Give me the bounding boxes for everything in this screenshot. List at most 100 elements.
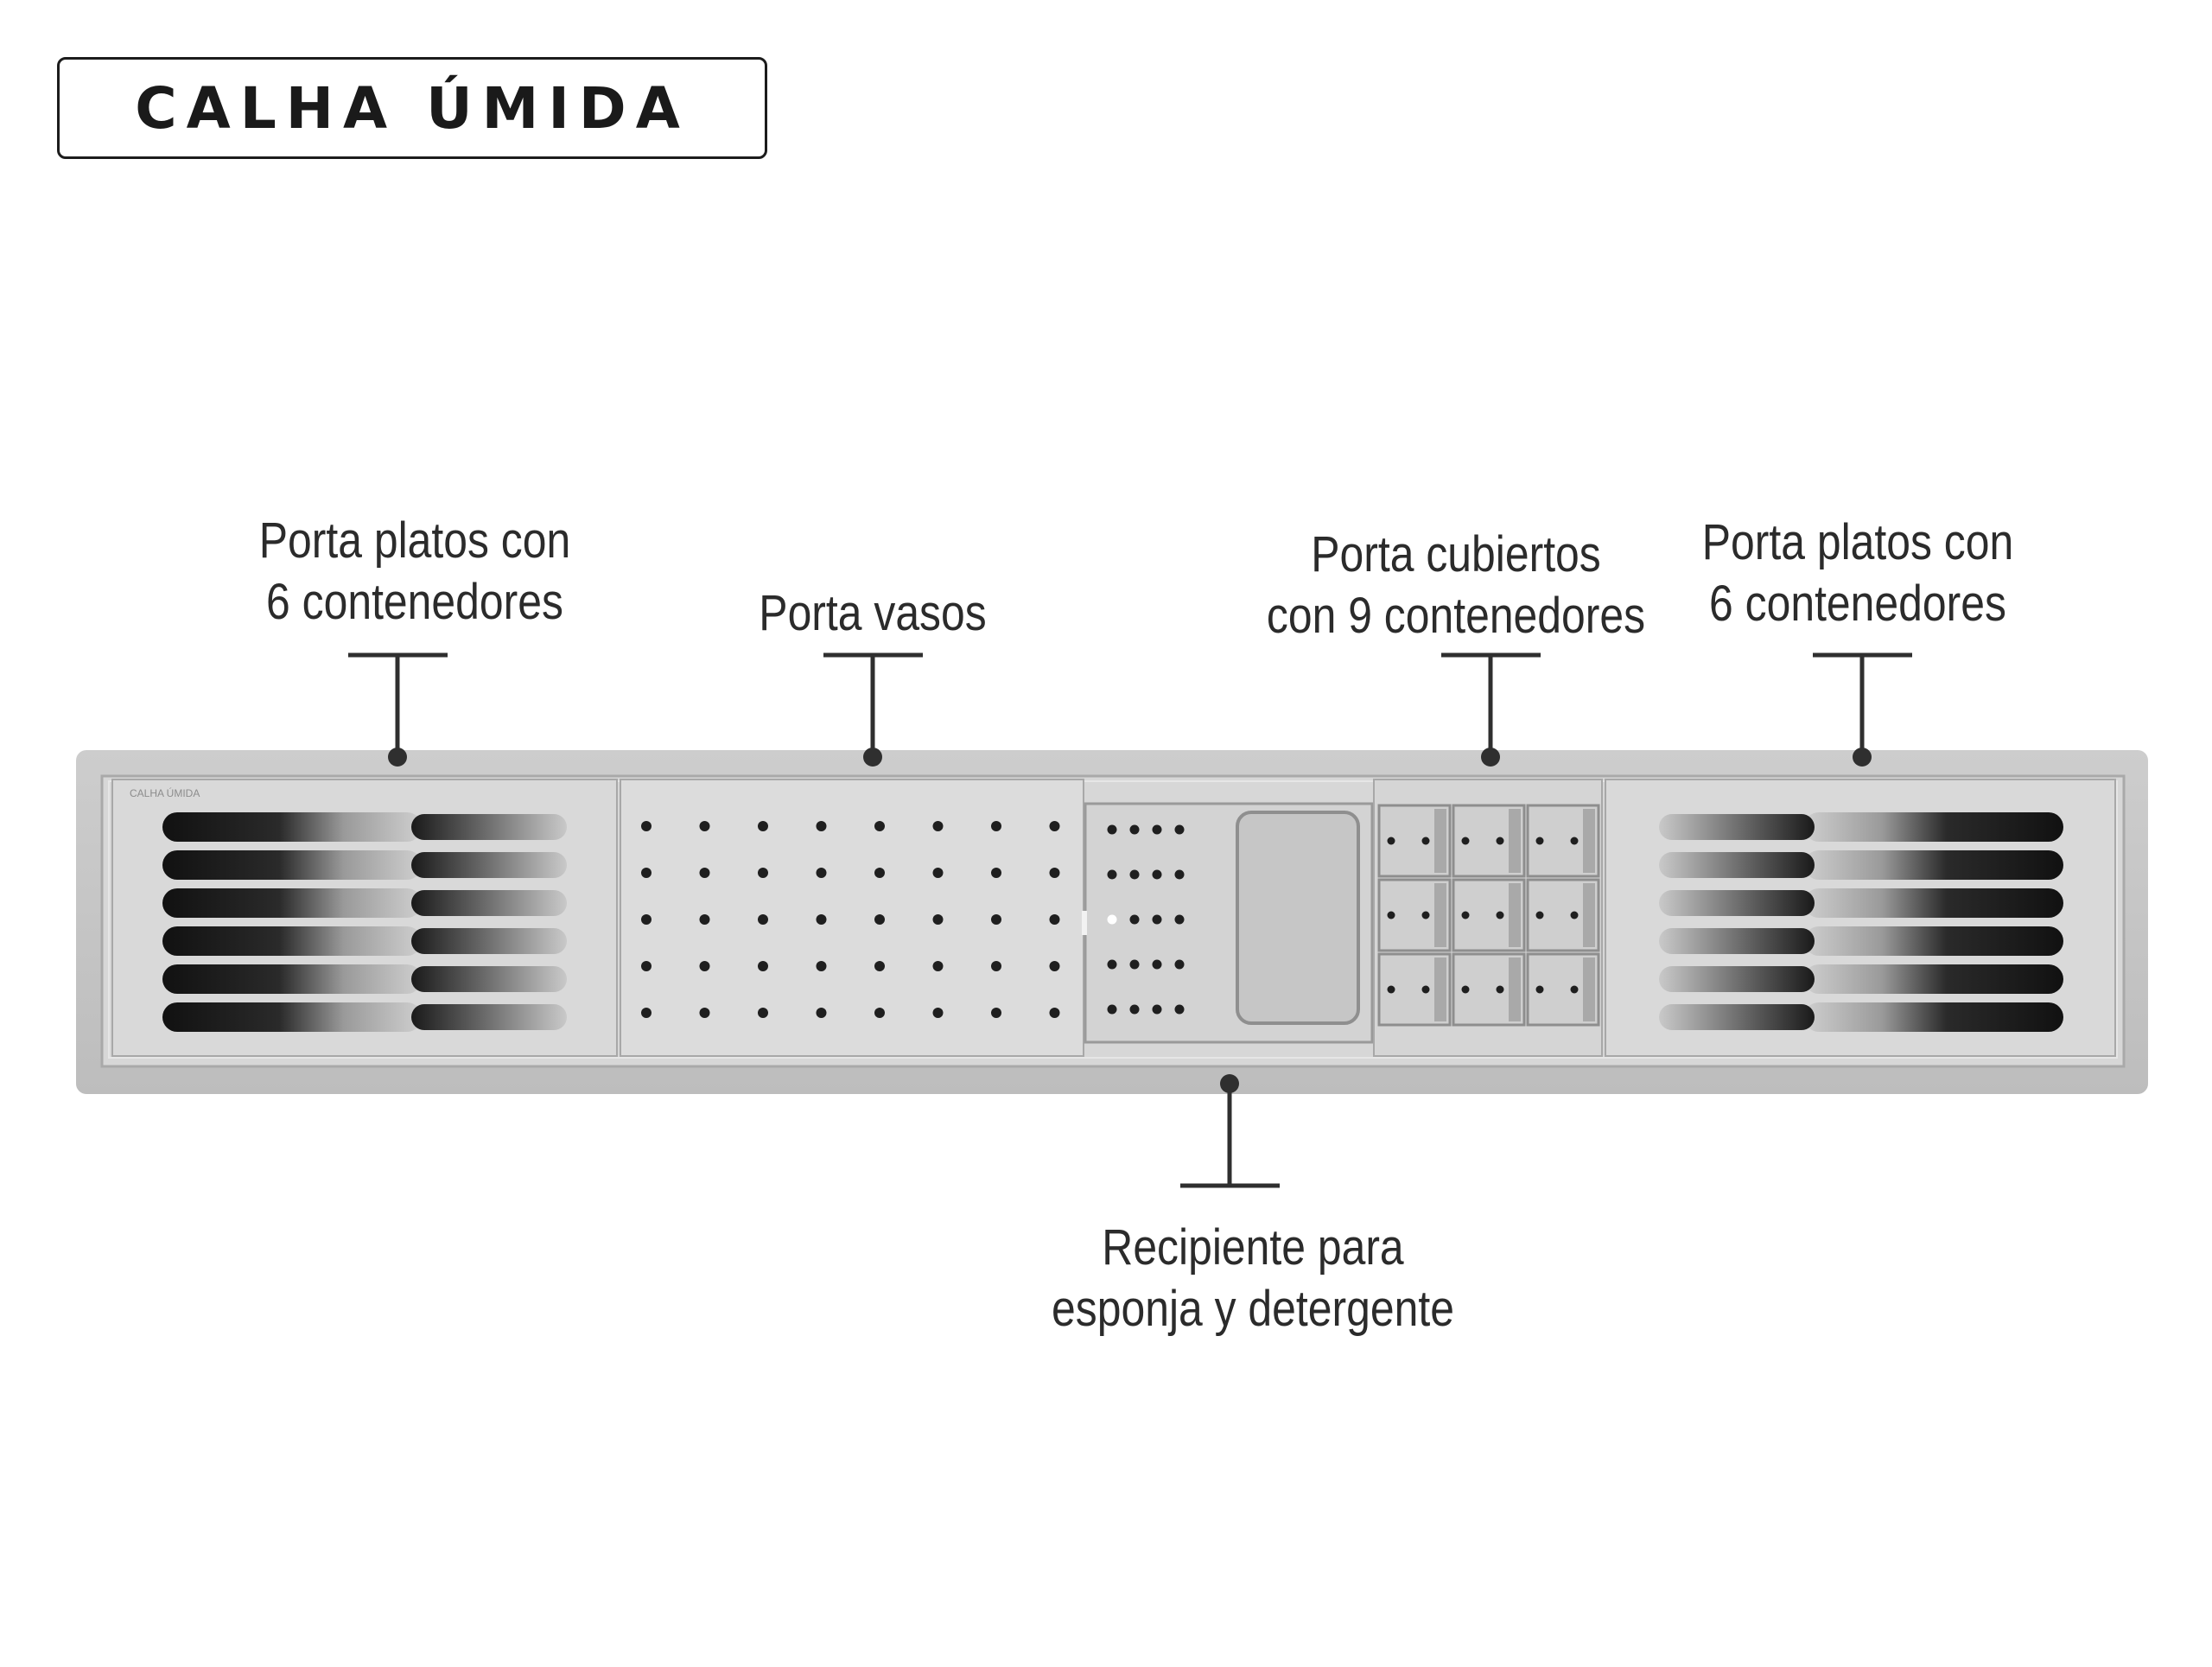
dish-slot xyxy=(162,812,422,842)
drain-hole xyxy=(699,821,710,831)
drain-hole xyxy=(641,961,652,971)
drain-hole xyxy=(641,821,652,831)
compartment-shadow xyxy=(1509,809,1521,873)
drain-hole xyxy=(699,868,710,878)
drain-hole xyxy=(1421,837,1430,845)
drain-hole xyxy=(1129,869,1140,880)
callout-label-sponge-container: Recipiente para esponja y detergente xyxy=(1027,1217,1480,1339)
dish-slot-divider xyxy=(411,928,567,954)
drain-hole xyxy=(874,821,885,831)
drain-hole xyxy=(932,1008,944,1018)
glass-rack xyxy=(620,779,1084,1057)
drain-hole xyxy=(1387,911,1395,919)
dish-slot-divider xyxy=(1659,852,1815,878)
dish-rack-left-slots xyxy=(162,812,567,1032)
callout-label-line: Porta vasos xyxy=(759,585,987,641)
drain-hole xyxy=(699,1008,710,1018)
drain-hole xyxy=(1129,959,1140,970)
dish-slot xyxy=(1804,888,2063,918)
drain-hole xyxy=(932,868,944,878)
sponge-container xyxy=(1082,802,1374,1044)
callout-label-line: 6 contenedores xyxy=(1709,576,2006,632)
drain-hole xyxy=(991,961,1001,971)
drain-hole xyxy=(1570,911,1579,919)
callout-label-line: 6 contenedores xyxy=(266,574,563,630)
drain-hole xyxy=(1535,911,1544,919)
leader-cutlery-holder xyxy=(1441,652,1541,767)
drain-hole xyxy=(1461,837,1470,845)
leader-dot xyxy=(1853,748,1872,767)
drain-hole xyxy=(1129,1004,1140,1015)
callout-label-line: Porta cubiertos xyxy=(1311,526,1601,582)
drain-hole xyxy=(758,821,768,831)
drain-hole xyxy=(758,961,768,971)
dish-slot xyxy=(1804,812,2063,842)
drain-hole xyxy=(1152,959,1162,970)
drain-hole xyxy=(1152,869,1162,880)
dish-slot-divider xyxy=(411,814,567,840)
drain-hole xyxy=(1496,837,1504,845)
drain-hole xyxy=(1107,869,1117,880)
dish-slot-divider xyxy=(411,890,567,916)
drain-hole xyxy=(1049,961,1060,971)
callout-label-line: con 9 contenedores xyxy=(1266,588,1646,644)
glass-rack-body xyxy=(620,779,1084,1057)
callout-leaders xyxy=(348,652,1912,1188)
dish-slot-divider xyxy=(1659,890,1815,916)
drain-hole xyxy=(1129,824,1140,835)
dish-rack-left: CALHA ÚMIDA xyxy=(111,779,618,1057)
drain-hole xyxy=(1174,824,1185,835)
drain-hole xyxy=(932,914,944,925)
drain-hole xyxy=(1174,959,1185,970)
leader-dot xyxy=(388,748,407,767)
dish-slot xyxy=(162,926,422,956)
drain-hole xyxy=(816,821,827,831)
leader-dot xyxy=(863,748,882,767)
drain-hole xyxy=(1421,985,1430,994)
compartment-shadow xyxy=(1434,809,1446,873)
dish-rack-right-slots xyxy=(1659,812,2063,1032)
callout-label-dish-rack-left: Porta platos con 6 contenedores xyxy=(240,510,589,633)
drain-hole xyxy=(874,914,885,925)
compartment-shadow xyxy=(1509,958,1521,1021)
drain-hole xyxy=(1107,824,1117,835)
drain-hole xyxy=(1174,869,1185,880)
drain-hole xyxy=(1107,914,1117,925)
drain-hole xyxy=(991,868,1001,878)
compartment-shadow xyxy=(1509,883,1521,947)
drain-hole xyxy=(991,1008,1001,1018)
dish-slot-divider xyxy=(411,852,567,878)
drain-hole xyxy=(932,821,944,831)
callout-label-line: Porta platos con xyxy=(1701,514,2014,570)
callout-label-cutlery-holder: Porta cubiertos con 9 contenedores xyxy=(1230,524,1683,646)
drain-hole xyxy=(1174,1004,1185,1015)
drain-hole xyxy=(1174,914,1185,925)
drain-hole xyxy=(1461,911,1470,919)
callout-label-line: Porta platos con xyxy=(258,512,571,569)
dish-slot xyxy=(1804,964,2063,994)
cutlery-holder xyxy=(1373,779,1603,1057)
callout-label-glass-rack: Porta vasos xyxy=(739,582,1007,644)
drain-hole xyxy=(1421,911,1430,919)
compartment-shadow xyxy=(1583,883,1595,947)
trough-inner-lip xyxy=(108,780,2118,1059)
dish-slot-divider xyxy=(1659,928,1815,954)
dish-slot xyxy=(1804,850,2063,880)
drain-hole xyxy=(641,1008,652,1018)
callout-label-dish-rack-right: Porta platos con 6 contenedores xyxy=(1683,512,2032,634)
drain-hole xyxy=(641,868,652,878)
callout-label-line: esponja y detergente xyxy=(1052,1281,1454,1337)
drain-hole xyxy=(1049,1008,1060,1018)
drain-hole xyxy=(1535,985,1544,994)
drain-hole xyxy=(641,914,652,925)
compartment-shadow xyxy=(1434,883,1446,947)
dish-slot xyxy=(162,888,422,918)
drain-hole xyxy=(1049,914,1060,925)
compartment-shadow xyxy=(1583,958,1595,1021)
drain-hole xyxy=(1535,837,1544,845)
drain-hole xyxy=(874,1008,885,1018)
leader-dish-rack-left xyxy=(348,652,448,767)
drain-hole xyxy=(1049,868,1060,878)
